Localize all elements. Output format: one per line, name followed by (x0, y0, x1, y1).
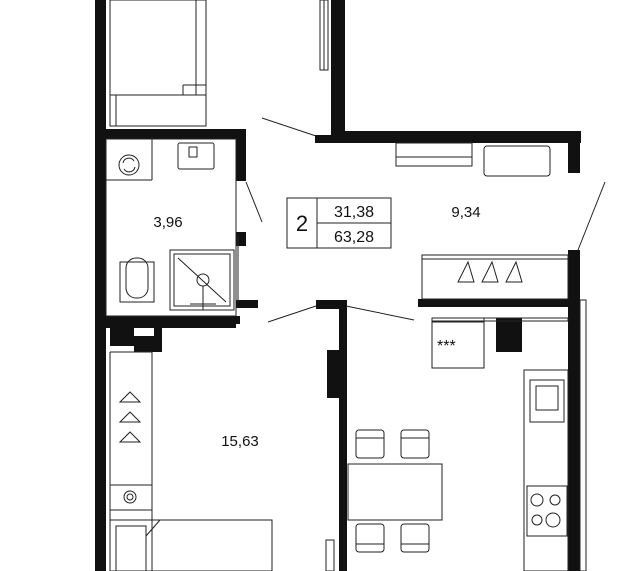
walls (95, 0, 581, 571)
total-area: 63,28 (334, 229, 374, 246)
room-area-bathroom: 3,96 (153, 214, 182, 231)
stove-marks: *** (437, 338, 456, 355)
fixtures (105, 0, 606, 571)
washing-machine-icon (118, 154, 140, 176)
rooms-count: 2 (296, 211, 308, 236)
room-area-hallway-kitchen: 9,34 (451, 204, 480, 221)
hanger-icon (457, 260, 523, 283)
apartment-summary: 2 31,38 63,28 (286, 197, 392, 249)
living-area: 31,38 (334, 204, 374, 221)
room-area-bedroom: 15,63 (221, 433, 259, 450)
boiler-icon (123, 490, 137, 504)
